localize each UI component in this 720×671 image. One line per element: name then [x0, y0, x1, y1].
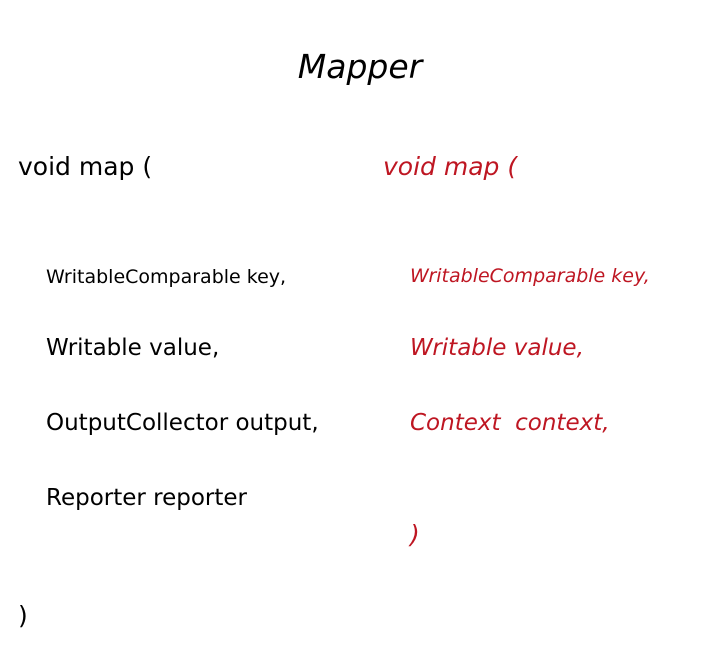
parameter-value-new: Writable value, — [410, 335, 584, 361]
parameter-context-new: Context context, — [410, 410, 610, 436]
parameter-list-old: WritableComparable key, Writable value, … — [46, 224, 319, 555]
signature-header-new: void map ( — [383, 152, 518, 181]
parameter-value-old: Writable value, — [46, 335, 220, 361]
mapper-signature-old-api: void map ( WritableComparable key, Writa… — [18, 112, 319, 671]
parameter-reporter-old: Reporter reporter — [46, 485, 248, 511]
slide-canvas: Mapper void map ( WritableComparable key… — [18, 47, 650, 630]
signature-footer-old: ) — [18, 601, 28, 630]
parameter-key-new: WritableComparable key, — [410, 265, 650, 287]
signature-footer-new: ) — [410, 520, 420, 549]
parameter-key-old: WritableComparable key, — [46, 266, 287, 288]
parameter-list-new: WritableComparable key, Writable value, … — [410, 223, 650, 480]
page-title: Mapper — [297, 47, 423, 86]
parameter-output-old: OutputCollector output, — [46, 410, 319, 436]
signature-header-old: void map ( — [18, 152, 153, 181]
mapper-signature-new-api: void map ( WritableComparable key, Writa… — [383, 112, 650, 590]
